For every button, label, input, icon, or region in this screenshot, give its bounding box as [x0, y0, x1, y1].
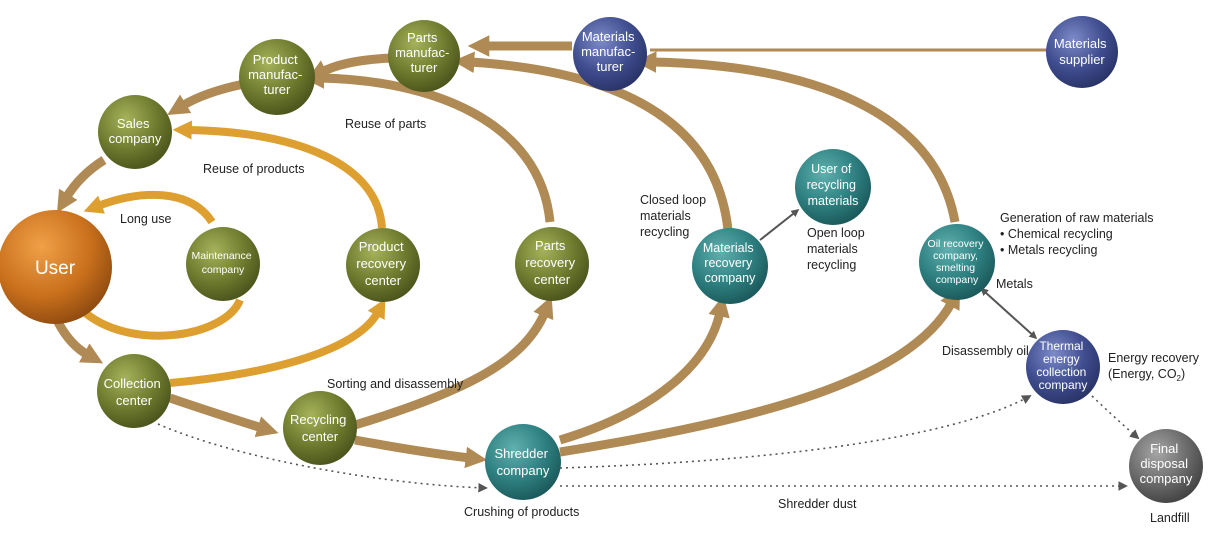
node-recycling-center: Recycling center: [283, 391, 357, 465]
svg-text:Collection center: Collection center: [104, 376, 165, 408]
node-thermal-energy-collection-company: Thermal energy collection company: [1026, 330, 1100, 404]
dotted-thermal-to-final-disposal: [1091, 395, 1140, 440]
svg-text:Shredder company: Shredder company: [494, 446, 551, 478]
svg-text:Materials recovery: Materials recovery company: [703, 241, 757, 285]
label-reuse-of-products: Reuse of products: [203, 162, 304, 176]
svg-text:Parts manufac- tur: Parts manufac- turer: [395, 30, 453, 75]
flow-arrow-product-recovery-to-sales: [172, 120, 386, 229]
flow-arrow-materials-recovery-to-parts-manufacturer: [452, 51, 733, 231]
node-final-disposal-company: Final disposal company: [1129, 429, 1203, 503]
svg-text:Recycling center: Recycling center: [290, 412, 350, 444]
flow-arrow-user-to-maintenance: [79, 298, 244, 340]
label-generation-of-raw-materials: Generation of raw materials: [1000, 211, 1154, 225]
label-landfill: Landfill: [1150, 511, 1190, 525]
node-user-of-recycling-materials: User of recycling materials: [795, 149, 871, 225]
node-materials-recovery-company: Materials recovery company: [692, 228, 768, 304]
flow-arrow-recycling-to-shredder: [354, 435, 488, 469]
label-long-use: Long use: [120, 212, 171, 226]
flow-arrow-shredder-to-oil-recovery: [559, 286, 961, 457]
node-parts-manufacturer: Parts manufac- turer: [388, 20, 460, 92]
svg-text:Oil recovery company,: Oil recovery company, smelting company: [928, 238, 987, 286]
flow-arrow-oil-recovery-to-materials-manufacturer: [634, 51, 960, 223]
flow-arrow-parts-to-product: [306, 53, 393, 80]
label-energy-recovery: Energy recovery: [1108, 351, 1200, 365]
node-oil-recovery-company: Oil recovery company, smelting company: [919, 224, 995, 300]
node-product-manufacturer: Product manufac- turer: [239, 39, 315, 115]
flow-arrow-product-to-sales: [167, 79, 245, 115]
flow-arrow-collection-to-product-recovery: [169, 298, 386, 387]
label-metals-recycling: • Metals recycling: [1000, 243, 1098, 257]
svg-text:Sales company: Sales company: [109, 116, 162, 146]
svg-text:Final disposal com: Final disposal company: [1140, 441, 1193, 486]
svg-text:Thermal energy col: Thermal energy collection company: [1036, 339, 1089, 392]
label-closed-loop: Closed loop materials recycling: [640, 193, 710, 239]
arrow-oil-thermal-exchange: [980, 287, 1038, 340]
flow-arrow-parts-recovery-to-product-manufacturer: [302, 67, 555, 223]
node-user-label: User: [35, 258, 76, 279]
svg-text:Product recovery c: Product recovery center: [356, 239, 409, 288]
flow-arrow-recycling-to-parts-recovery: [353, 296, 554, 430]
node-shredder-company: Shredder company: [485, 424, 561, 500]
arrow-materials-recovery-to-recycling-user: [759, 209, 800, 241]
flow-arrow-user-to-collection: [54, 319, 104, 364]
flow-arrow-shredder-to-materials-recovery: [558, 295, 730, 445]
node-maintenance-company: Maintenance company: [186, 227, 260, 301]
svg-text:Product manufac- t: Product manufac- turer: [248, 52, 306, 97]
flow-arrow-sales-to-user: [57, 156, 107, 213]
label-metals: Metals: [996, 277, 1033, 291]
svg-text:User of recycling: User of recycling materials: [807, 162, 860, 208]
label-open-loop: Open loop materials recycling: [807, 226, 868, 272]
node-parts-recovery-center: Parts recovery center: [515, 227, 589, 301]
svg-text:Materials manufac-: Materials manufac- turer: [581, 29, 639, 74]
label-crushing-of-products: Crushing of products: [464, 505, 579, 519]
flow-arrow-collection-to-recycling: [168, 393, 279, 438]
node-materials-manufacturer: Materials manufac- turer: [573, 17, 647, 91]
label-reuse-of-parts: Reuse of parts: [345, 117, 426, 131]
label-shredder-dust: Shredder dust: [778, 497, 857, 511]
label-sorting-and-disassembly: Sorting and disassembly: [327, 377, 464, 391]
svg-text:Materials supplier: Materials supplier: [1054, 36, 1110, 67]
svg-text:Maintenance company: Maintenance company: [191, 250, 254, 276]
node-materials-supplier: Materials supplier: [1046, 16, 1118, 88]
label-energy-co2: (Energy, CO2): [1108, 367, 1185, 383]
label-disassembly-oil: Disassembly oil: [942, 344, 1029, 358]
flow-arrow-maintenance-to-user: [83, 190, 216, 225]
node-product-recovery-center: Product recovery center: [346, 228, 420, 302]
dotted-collection-to-shredder-line: [157, 423, 488, 493]
label-chemical-recycling: • Chemical recycling: [1000, 227, 1113, 241]
node-user: User: [0, 210, 112, 324]
node-sales-company: Sales company: [98, 95, 172, 169]
node-collection-center: Collection center: [97, 354, 171, 428]
svg-text:Parts recovery cen: Parts recovery center: [525, 238, 578, 287]
